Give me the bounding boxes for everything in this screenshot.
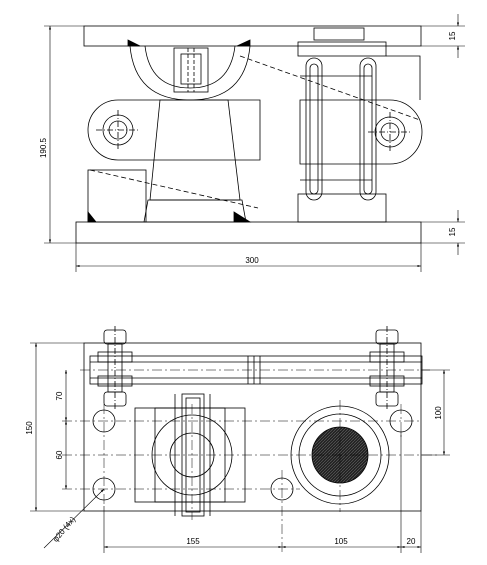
centerlines — [62, 369, 440, 552]
dim-bottom-plate: 15 — [448, 227, 457, 236]
dim-seg3: 20 — [407, 537, 416, 546]
dim-bolt-span: 70 — [55, 391, 64, 400]
dim-hole-diameter: φ20 (4x) — [51, 515, 77, 544]
load-cell-top — [297, 41, 387, 57]
dim-top-plate: 15 — [448, 31, 457, 40]
load-cell-bottom — [297, 193, 387, 223]
link-right — [359, 57, 377, 201]
dim-seg2: 105 — [334, 537, 348, 546]
right-bolt — [369, 326, 405, 410]
side-view — [75, 25, 423, 244]
top-view — [83, 326, 423, 517]
dim-height: 190.5 — [39, 137, 48, 158]
dim-hole-span: 60 — [55, 450, 64, 459]
center-column — [149, 99, 241, 201]
side-view-dimensions — [44, 14, 465, 272]
dim-seg1: 155 — [186, 537, 200, 546]
left-pivot-arm — [87, 99, 261, 161]
top-plate — [83, 25, 422, 47]
right-pivot-arm — [299, 99, 423, 165]
left-bolt — [97, 326, 133, 410]
top-bolt — [173, 47, 209, 93]
link-left — [305, 57, 323, 201]
dim-load-cell-offset: 100 — [434, 406, 443, 420]
dim-width: 150 — [25, 421, 34, 435]
top-view-dimensions — [30, 342, 450, 553]
bottom-plate — [75, 221, 422, 244]
dim-length: 300 — [245, 256, 259, 265]
left-bottom-block — [87, 169, 147, 223]
base-plate — [83, 342, 422, 512]
